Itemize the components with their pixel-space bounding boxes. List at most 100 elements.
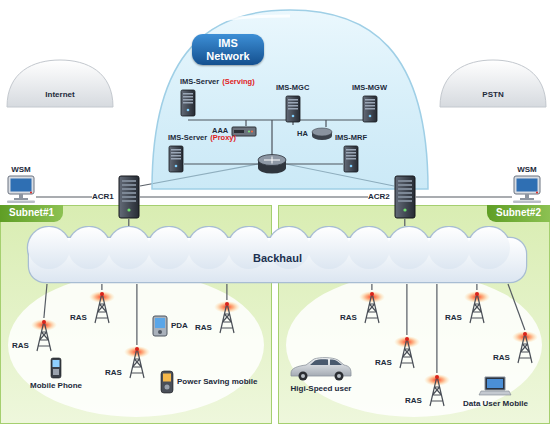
ha-router: HA bbox=[297, 127, 333, 141]
tower-icon bbox=[90, 290, 114, 324]
wsm-icon bbox=[512, 175, 542, 203]
node-label: IMS-MGC bbox=[276, 84, 309, 93]
label-row: IMS-Server(Serving) bbox=[180, 78, 255, 87]
acr-icon bbox=[118, 175, 140, 219]
node-label: RAS bbox=[70, 313, 87, 322]
srv-symbol bbox=[168, 145, 184, 173]
dome-shape-svg bbox=[5, 58, 115, 108]
node-label: Higi-Speed user bbox=[291, 384, 352, 393]
wsm-station: WSM bbox=[512, 165, 542, 203]
tower-icon bbox=[215, 300, 239, 334]
connector-line bbox=[226, 284, 227, 300]
label-row: IMS-Server(Proxy) bbox=[168, 134, 236, 143]
node-label: RAS bbox=[405, 396, 422, 405]
phone-device: Mobile Phone bbox=[30, 357, 82, 390]
server-node: IMS-MGC bbox=[276, 84, 309, 123]
tower-icon bbox=[125, 345, 149, 379]
laptop-symbol bbox=[479, 375, 511, 397]
connector-line bbox=[404, 219, 405, 226]
connector-line bbox=[476, 284, 477, 290]
connector-line bbox=[371, 284, 372, 290]
laptop-device: Data User Mobile bbox=[463, 375, 528, 408]
node-label: RAS bbox=[12, 341, 29, 350]
srv-symbol bbox=[362, 95, 378, 123]
srv-symbol bbox=[343, 145, 359, 173]
connector-line bbox=[436, 284, 437, 373]
tower-icon bbox=[425, 373, 449, 407]
node-label: ACR2 bbox=[368, 192, 390, 201]
node-label: IMS-MGW bbox=[352, 84, 387, 93]
node-label: WSM bbox=[517, 165, 537, 174]
tower-symbol bbox=[465, 290, 489, 324]
pda-icon bbox=[152, 315, 168, 337]
subnet-glow bbox=[286, 273, 542, 417]
phone-icon bbox=[50, 357, 62, 379]
connector-line bbox=[36, 196, 92, 197]
network-dome: Internet bbox=[5, 58, 115, 108]
server-node: IMS-Server(Proxy) bbox=[168, 134, 236, 173]
phone-device: Power Saving mobile bbox=[160, 370, 257, 394]
network-dome: PSTN bbox=[438, 58, 548, 108]
node-label: IMS-MRF bbox=[335, 134, 367, 143]
node-label: Subnet#2 bbox=[487, 205, 550, 222]
node-label: HA bbox=[297, 130, 308, 139]
pda-symbol bbox=[152, 315, 168, 337]
ras-tower: RAS bbox=[12, 318, 56, 352]
connector-line bbox=[128, 219, 129, 226]
label-row: IMS-MGW bbox=[352, 84, 387, 93]
connector-line bbox=[44, 284, 47, 318]
node-label: Mobile Phone bbox=[30, 381, 82, 390]
tower-symbol bbox=[395, 335, 419, 369]
node-label: PSTN bbox=[482, 90, 503, 99]
tower-symbol bbox=[513, 330, 537, 364]
ha-symbol bbox=[311, 127, 333, 141]
ras-tower: RAS bbox=[340, 290, 384, 324]
dome-shape-svg bbox=[438, 58, 548, 108]
node-label: RAS bbox=[195, 323, 212, 332]
node-label: Internet bbox=[45, 90, 74, 99]
label-row: IMS-MGC bbox=[276, 84, 309, 93]
node-label: Subnet#1 bbox=[0, 205, 63, 222]
tower-icon bbox=[395, 335, 419, 369]
tower-symbol bbox=[425, 373, 449, 407]
node-label: PDA bbox=[171, 321, 188, 330]
ha-icon bbox=[311, 127, 333, 141]
acr-server: ACR2 bbox=[368, 175, 416, 219]
node-label: Data User Mobile bbox=[463, 399, 528, 408]
node-label: RAS bbox=[375, 358, 392, 367]
connector-line bbox=[416, 196, 512, 197]
ras-tower: RAS bbox=[195, 300, 239, 334]
srv-icon bbox=[285, 95, 301, 123]
phone2-symbol bbox=[160, 370, 174, 394]
node-label: Backhaul bbox=[253, 252, 302, 265]
node-label: IMS Network bbox=[192, 34, 264, 65]
node-label: (Serving) bbox=[222, 78, 255, 87]
tower-icon bbox=[360, 290, 384, 324]
node-label: RAS bbox=[493, 353, 510, 362]
tower-symbol bbox=[32, 318, 56, 352]
srv-icon bbox=[180, 89, 196, 117]
acr-symbol bbox=[118, 175, 140, 219]
srv-icon bbox=[168, 145, 184, 173]
tower-symbol bbox=[360, 290, 384, 324]
tower-symbol bbox=[125, 345, 149, 379]
car-device: Higi-Speed user bbox=[288, 355, 354, 393]
dome-shape bbox=[5, 58, 115, 112]
srv-icon bbox=[343, 145, 359, 173]
srv-symbol bbox=[285, 95, 301, 123]
server-node: IMS-MGW bbox=[352, 84, 387, 123]
car-symbol bbox=[288, 355, 354, 382]
tower-symbol bbox=[215, 300, 239, 334]
connector-line bbox=[508, 284, 525, 330]
subnet-ground bbox=[1, 206, 272, 424]
phone2-icon bbox=[160, 370, 174, 394]
label-row: IMS-MRF bbox=[335, 134, 367, 143]
node-label: RAS bbox=[105, 368, 122, 377]
node-label: RAS bbox=[445, 313, 462, 322]
connector-line bbox=[140, 196, 368, 197]
node-label: Power Saving mobile bbox=[177, 377, 257, 386]
ras-tower: RAS bbox=[405, 373, 449, 407]
wsm-icon bbox=[6, 175, 36, 203]
wsm-symbol bbox=[6, 175, 36, 203]
